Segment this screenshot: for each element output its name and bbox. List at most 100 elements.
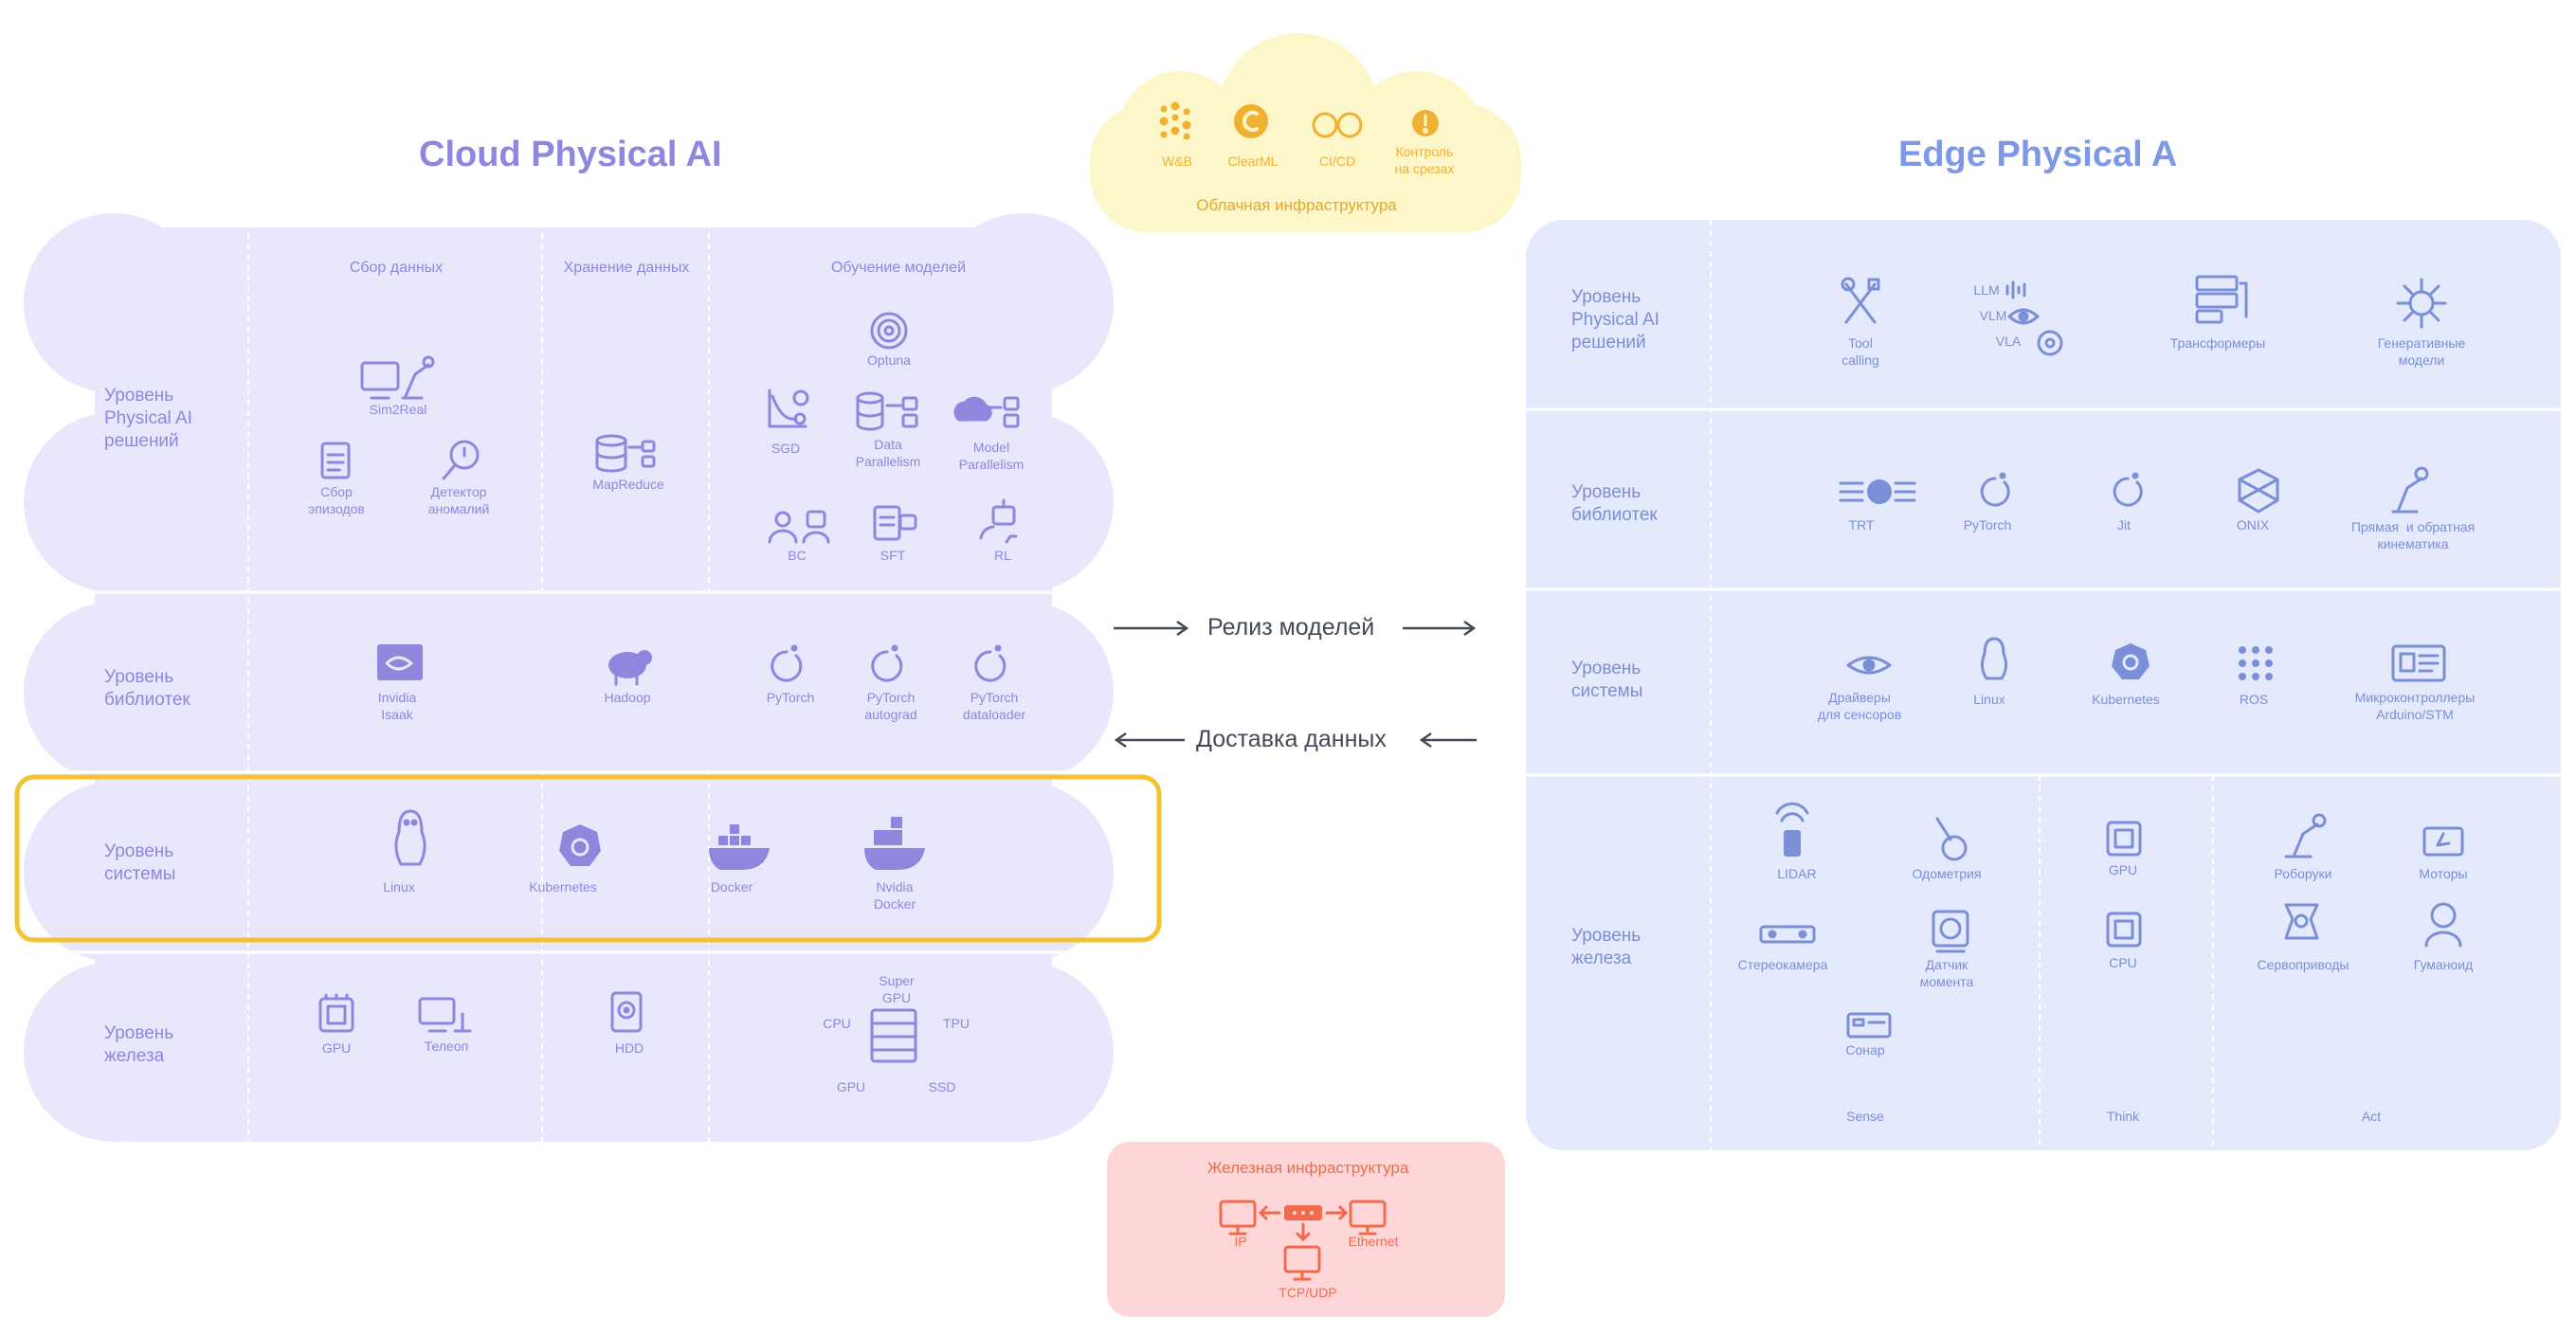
mcu-icon xyxy=(2391,644,2446,682)
system-row-highlight xyxy=(14,774,1162,943)
gpu-label: GPU xyxy=(321,1040,352,1056)
cloud-infra-title: Облачная инфраструктура xyxy=(1196,196,1397,214)
kubernetes-label: Kubernetes xyxy=(529,879,597,894)
humanoid-icon xyxy=(2424,902,2462,948)
edge-row-hardware: Уровень железа xyxy=(1571,926,1642,968)
delivery-label: Доставка данных xyxy=(1196,726,1387,752)
edge-row-libraries: Уровень библиотек xyxy=(1571,482,1658,525)
release-label: Релиз моделей xyxy=(1207,614,1375,641)
bc-label: BC xyxy=(788,548,807,563)
mcu-label: Микроконтроллеры Arduino/STM xyxy=(2354,690,2476,722)
pytorch-dataloader-icon xyxy=(974,644,1007,682)
edge-panel xyxy=(1526,220,2561,1150)
jit-label: Jit xyxy=(2117,517,2131,533)
torque-icon xyxy=(1932,910,1969,953)
sim2real-icon xyxy=(360,355,435,400)
pytorch-edge-label: PyTorch xyxy=(1963,517,2012,533)
ip-label: IP xyxy=(1234,1234,1247,1249)
onix-icon xyxy=(2238,468,2279,514)
teleop-icon xyxy=(418,997,472,1033)
mapreduce-label: MapReduce xyxy=(592,477,664,492)
lidar-icon xyxy=(1775,802,1809,857)
linux-label: Linux xyxy=(383,879,415,894)
control-label: Контроль на срезах xyxy=(1394,144,1455,176)
vla-gear-icon xyxy=(2037,330,2063,356)
kinematics-icon xyxy=(2391,466,2429,514)
super-gpu-label: Super GPU xyxy=(879,973,915,1005)
ros-label: ROS xyxy=(2239,692,2269,707)
trt-icon xyxy=(1839,479,1916,504)
switch-icon xyxy=(1284,1205,1322,1220)
pytorch-autograd-icon xyxy=(871,644,903,682)
dataloader-label: PyTorch dataloader xyxy=(962,690,1026,722)
clearml-icon xyxy=(1234,104,1268,138)
odometry-icon xyxy=(1935,817,1968,861)
hw-infra-title: Железная инфраструктура xyxy=(1206,1159,1409,1177)
motors-icon xyxy=(2422,826,2464,857)
hdd-label: HDD xyxy=(614,1040,644,1056)
kubernetes-edge-label: Kubernetes xyxy=(2092,692,2160,707)
cicd-label: CI/CD xyxy=(1318,154,1356,169)
wb-label: W&B xyxy=(1162,154,1192,169)
ethernet-label: Ethernet xyxy=(1348,1234,1399,1249)
teleop-label: Телеоп xyxy=(424,1039,469,1054)
pytorch-edge-icon xyxy=(1980,472,2010,507)
anomaly-icon xyxy=(442,440,480,480)
sonar-icon xyxy=(1846,1012,1892,1039)
sgd-icon xyxy=(768,388,809,428)
ssd-label: SSD xyxy=(928,1079,956,1094)
generative-label: Генеративные модели xyxy=(2377,335,2466,368)
isaak-label: Invidia Isaak xyxy=(377,690,417,722)
humanoid-label: Гуманоид xyxy=(2413,957,2474,972)
rl-icon xyxy=(979,498,1018,544)
onix-label: ONIX xyxy=(2236,517,2270,533)
cloud-row-system: Уровень системы xyxy=(104,841,176,884)
vlm-eye-icon xyxy=(2007,308,2040,325)
cloud-row-solutions: Уровень Physical AI решений xyxy=(104,386,192,451)
act-label: Act xyxy=(2361,1109,2382,1124)
column-header-storage: Хранение данных xyxy=(563,260,690,276)
nvidia-docker-label: Nvidia Docker xyxy=(873,879,916,912)
linux-edge-label: Linux xyxy=(1973,692,2005,707)
sgd-label: SGD xyxy=(771,441,801,456)
linux-icon xyxy=(394,809,426,866)
ethernet-icon xyxy=(1349,1200,1387,1236)
sft-label: SFT xyxy=(880,548,906,563)
tool-label: Tool calling xyxy=(1841,335,1879,368)
stereo-icon xyxy=(1759,925,1816,944)
pytorch-icon xyxy=(771,644,803,682)
tool-calling-icon xyxy=(1841,277,1880,324)
model-parallel-label: Model Parallelism xyxy=(958,440,1025,472)
servo-icon xyxy=(2284,903,2319,940)
trt-label: TRT xyxy=(1848,517,1875,533)
sonar-label: Сонар xyxy=(1845,1042,1885,1057)
cicd-icon xyxy=(1312,112,1363,138)
vlm-label: VLM xyxy=(1979,308,2007,323)
hadoop-icon xyxy=(608,650,652,686)
autograd-label: PyTorch autograd xyxy=(864,690,917,722)
lidar-label: LIDAR xyxy=(1777,866,1817,881)
edge-row-solutions: Уровень Physical AI решений xyxy=(1571,287,1660,352)
kinematics-label: Прямая и обратная кинематика xyxy=(2350,519,2476,551)
llm-label: LLM xyxy=(1973,282,2000,298)
anomaly-label: Детектор аномалий xyxy=(427,484,490,516)
sim2real-label: Sim2Real xyxy=(369,402,427,417)
servos-label: Сервоприводы xyxy=(2257,957,2349,972)
clearml-label: ClearML xyxy=(1227,154,1279,169)
nvidia-icon xyxy=(377,644,423,680)
motors-label: Моторы xyxy=(2419,866,2468,881)
sft-icon xyxy=(873,505,917,541)
episodes-label: Сбор эпизодов xyxy=(308,484,365,516)
cloud-title: Cloud Physical AI xyxy=(419,135,722,174)
tcp-label: TCP/UDP xyxy=(1279,1285,1337,1300)
drivers-label: Драйверы для сенсоров xyxy=(1817,690,1902,722)
edge-row-system: Уровень системы xyxy=(1571,659,1643,701)
cloud-row-libraries: Уровень библиотек xyxy=(104,667,190,710)
tcp-icon xyxy=(1283,1245,1321,1281)
bc-icon xyxy=(768,510,830,544)
kubernetes-edge-icon xyxy=(2112,643,2150,679)
docker-icon xyxy=(709,824,770,870)
cpu-label: CPU xyxy=(823,1016,851,1031)
kubernetes-icon xyxy=(559,824,601,866)
